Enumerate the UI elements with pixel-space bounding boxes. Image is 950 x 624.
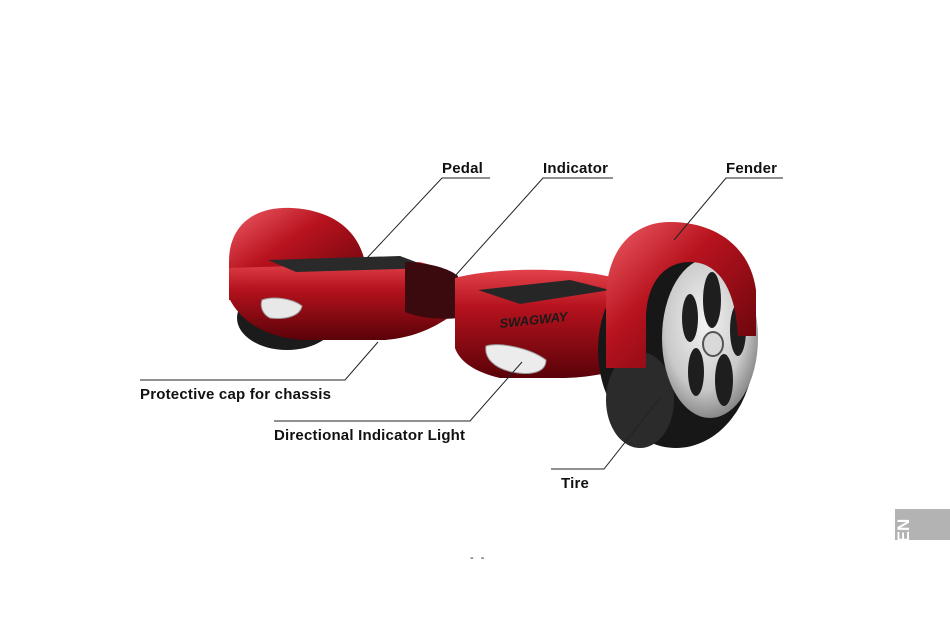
label-pedal: Pedal: [442, 160, 483, 177]
cap-leader: [140, 342, 378, 380]
center-joint: [405, 262, 458, 319]
label-protective-cap: Protective cap for chassis: [140, 386, 331, 403]
language-tab-label: EN: [888, 515, 919, 546]
label-indicator: Indicator: [543, 160, 608, 177]
page-number: - -: [470, 552, 486, 564]
hub-center: [703, 332, 723, 356]
pedal-leader: [367, 178, 490, 258]
label-directional-light: Directional Indicator Light: [274, 427, 465, 444]
label-tire: Tire: [561, 475, 589, 492]
label-fender: Fender: [726, 160, 777, 177]
indicator-leader: [455, 178, 613, 276]
